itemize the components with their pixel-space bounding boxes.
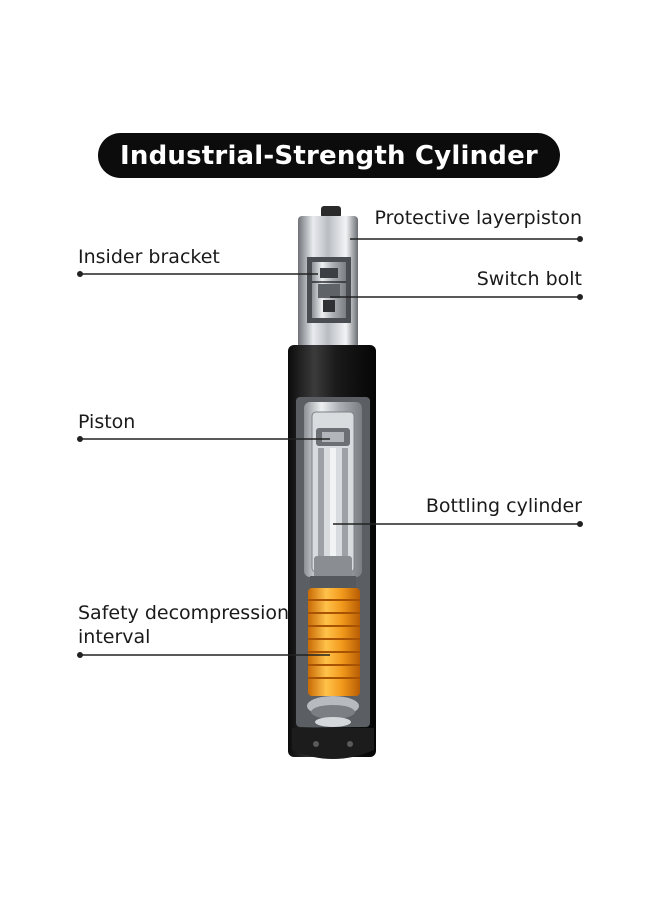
label-safety-line1: Safety decompression — [78, 602, 290, 624]
callout-piston — [77, 436, 330, 442]
label-insider-bracket: Insider bracket — [78, 246, 220, 268]
label-switch-bolt: Switch bolt — [476, 268, 582, 290]
safety-spring — [308, 588, 360, 696]
page-title: Industrial-Strength Cylinder — [98, 133, 560, 178]
label-safety-line2: interval — [78, 626, 151, 648]
label-bottling-cylinder: Bottling cylinder — [425, 495, 582, 517]
callout-safety-interval — [77, 652, 330, 658]
rod-tip — [321, 206, 341, 218]
label-protective-layer: Protective layerpiston — [374, 207, 582, 229]
callout-switch-bolt — [330, 294, 583, 300]
callout-bottling-cylinder — [333, 521, 583, 527]
base-bearing — [292, 696, 374, 759]
callout-insider-bracket — [77, 271, 318, 277]
label-piston: Piston — [78, 411, 136, 433]
callout-protective-layer — [350, 236, 583, 242]
chrome-rod — [298, 216, 358, 348]
